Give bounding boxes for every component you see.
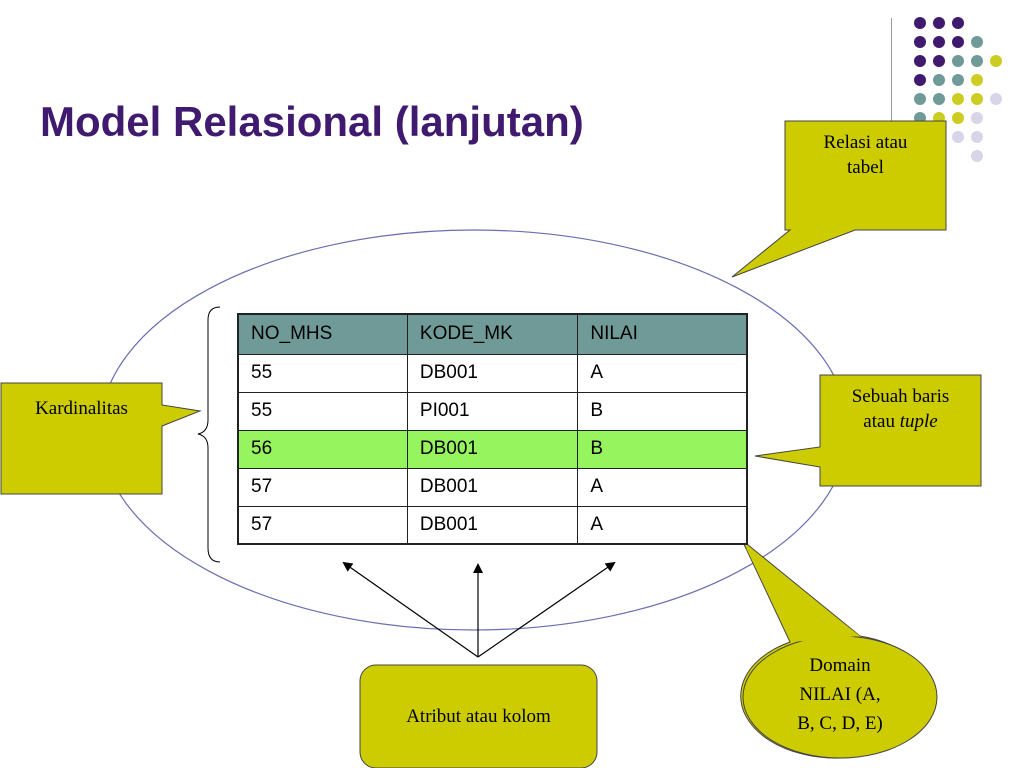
cell-nilai: A: [577, 467, 748, 507]
cell-kode-mk: DB001: [406, 505, 579, 545]
cell-no-mhs: 57: [237, 505, 408, 545]
cell-kode-mk: DB001: [406, 429, 579, 469]
table-header-row: NO_MHS KODE_MK NILAI: [237, 313, 748, 355]
table-row: 57 DB001 A: [237, 467, 748, 507]
callout-baris-italic: tuple: [899, 411, 938, 432]
callout-relasi-line2: tabel: [847, 157, 884, 178]
callout-relasi-line1: Relasi atau: [823, 132, 908, 153]
decorative-divider: [891, 18, 892, 170]
table-row: 55 DB001 A: [237, 353, 748, 393]
callout-baris-prefix: atau: [863, 411, 900, 432]
slide-title: Model Relasional (lanjutan): [40, 98, 584, 145]
callout-atribut-shape: [359, 664, 598, 768]
callout-kardinalitas-shape: [0, 382, 202, 495]
cell-no-mhs: 57: [237, 467, 408, 507]
callout-relasi-shape: [731, 120, 947, 278]
cell-no-mhs: 55: [237, 391, 408, 431]
callout-domain-line1: Domain: [809, 655, 871, 676]
cell-no-mhs: 56: [237, 429, 408, 469]
cell-nilai: A: [577, 353, 748, 393]
column-header-kode-mk: KODE_MK: [406, 313, 579, 355]
table-row-highlighted: 56 DB001 B: [237, 429, 748, 469]
arrow-col1: [342, 561, 479, 658]
cell-kode-mk: DB001: [406, 467, 579, 507]
callout-domain-line2: NILAI (A,: [799, 684, 881, 705]
arrow-col3: [477, 561, 616, 658]
callout-baris: Sebuah baris atau tuple: [820, 384, 981, 434]
relation-table: NO_MHS KODE_MK NILAI 55 DB001 A 55 PI001…: [237, 313, 748, 545]
table-row: 57 DB001 A: [237, 505, 748, 545]
column-header-nilai: NILAI: [577, 313, 748, 355]
callout-baris-line1: Sebuah baris: [851, 386, 950, 407]
callout-atribut: Atribut atau kolom: [360, 704, 597, 729]
cell-kode-mk: DB001: [406, 353, 579, 393]
callout-domain-line3: B, C, D, E): [797, 713, 883, 734]
table-row: 55 PI001 B: [237, 391, 748, 431]
cardinality-brace: [197, 306, 221, 563]
cell-nilai: B: [577, 429, 748, 469]
cell-kode-mk: PI001: [406, 391, 579, 431]
callout-kardinalitas-text: Kardinalitas: [35, 398, 128, 419]
cell-no-mhs: 55: [237, 353, 408, 393]
callout-atribut-text: Atribut atau kolom: [406, 706, 551, 727]
callout-baris-line2: atau tuple: [820, 409, 981, 434]
column-header-no-mhs: NO_MHS: [237, 313, 408, 355]
callout-baris-shape: [754, 374, 982, 487]
callout-domain: Domain NILAI (A, B, C, D, E): [760, 651, 920, 738]
callout-kardinalitas: Kardinalitas: [1, 396, 162, 421]
cell-nilai: A: [577, 505, 748, 545]
callout-relasi: Relasi atau tabel: [785, 130, 946, 180]
cell-nilai: B: [577, 391, 748, 431]
